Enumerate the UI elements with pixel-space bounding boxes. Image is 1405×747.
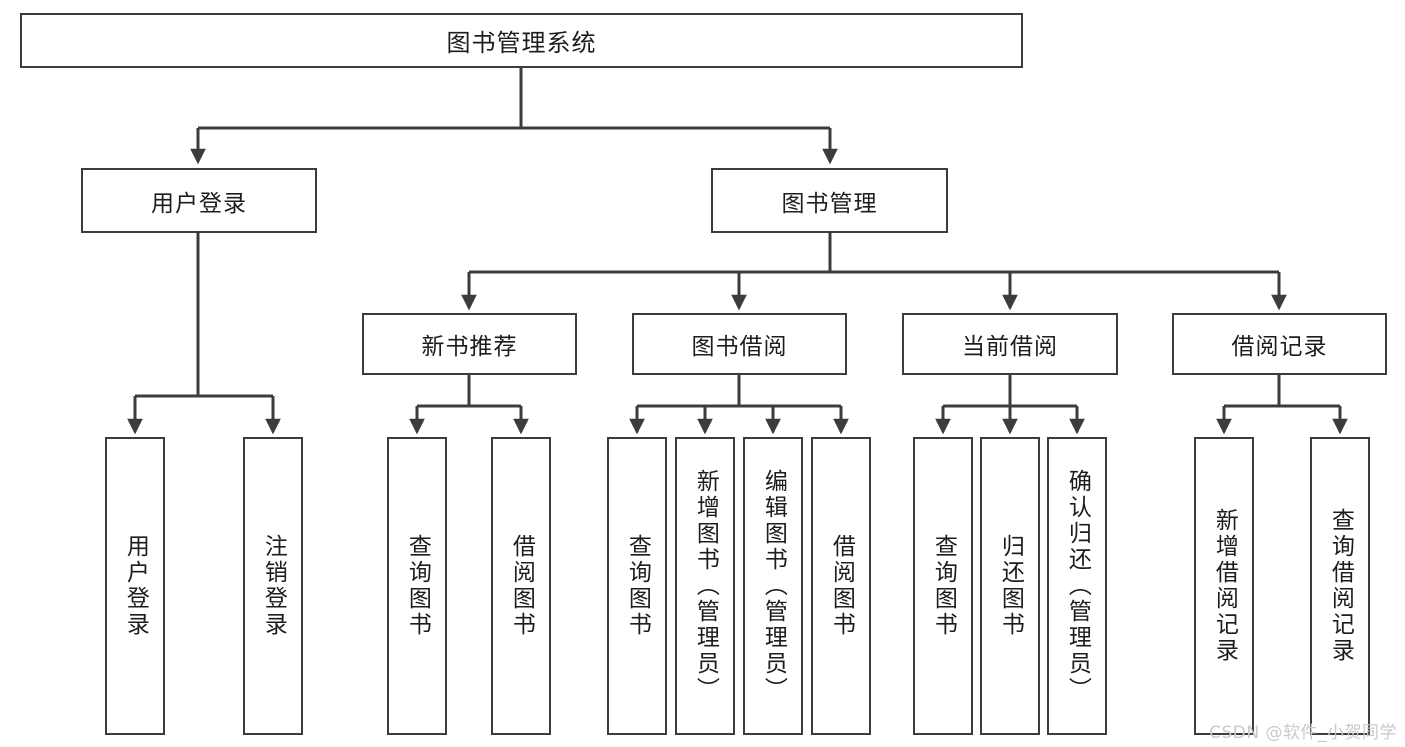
leaf-current-query-book[interactable]: 查询图书 xyxy=(913,437,973,735)
leaf-label: 归还图书 xyxy=(997,534,1024,638)
node-label: 图书管理系统 xyxy=(446,29,597,57)
leaf-record-add-record[interactable]: 新增借阅记录 xyxy=(1194,437,1254,735)
leaf-current-confirm-return-admin[interactable]: 确认归还（管理员） xyxy=(1047,437,1107,735)
leaf-label: 新增借阅记录 xyxy=(1211,508,1238,664)
leaf-recommend-borrow-book[interactable]: 借阅图书 xyxy=(491,437,551,735)
node-book-borrow[interactable]: 图书借阅 xyxy=(632,313,847,375)
leaf-borrow-borrow-book[interactable]: 借阅图书 xyxy=(811,437,871,735)
leaf-borrow-query-book[interactable]: 查询图书 xyxy=(607,437,667,735)
leaf-recommend-query-book[interactable]: 查询图书 xyxy=(387,437,447,735)
node-borrow-record[interactable]: 借阅记录 xyxy=(1172,313,1387,375)
node-root-system[interactable]: 图书管理系统 xyxy=(20,13,1023,68)
leaf-user-login-logout[interactable]: 注销登录 xyxy=(243,437,303,735)
leaf-label: 新增图书（管理员） xyxy=(692,469,719,703)
leaf-label: 借阅图书 xyxy=(828,534,855,638)
node-new-book-recommend[interactable]: 新书推荐 xyxy=(362,313,577,375)
node-user-login[interactable]: 用户登录 xyxy=(81,168,317,233)
node-current-borrow[interactable]: 当前借阅 xyxy=(902,313,1118,375)
leaf-current-return-book[interactable]: 归还图书 xyxy=(980,437,1040,735)
node-label: 借阅记录 xyxy=(1231,334,1328,360)
leaf-label: 查询图书 xyxy=(930,534,957,638)
leaf-label: 用户登录 xyxy=(122,534,149,638)
node-label: 图书借阅 xyxy=(691,334,788,360)
leaf-user-login-login[interactable]: 用户登录 xyxy=(105,437,165,735)
leaf-record-query-record[interactable]: 查询借阅记录 xyxy=(1310,437,1370,735)
leaf-label: 借阅图书 xyxy=(508,534,535,638)
node-label: 当前借阅 xyxy=(962,334,1058,360)
leaf-label: 查询图书 xyxy=(624,534,651,638)
leaf-label: 注销登录 xyxy=(260,534,287,638)
node-label: 新书推荐 xyxy=(421,334,518,360)
leaf-label: 确认归还（管理员） xyxy=(1064,469,1091,703)
node-label: 用户登录 xyxy=(151,190,247,217)
leaf-label: 编辑图书（管理员） xyxy=(760,469,787,703)
leaf-label: 查询借阅记录 xyxy=(1327,508,1354,664)
node-book-management[interactable]: 图书管理 xyxy=(711,168,948,233)
leaf-borrow-edit-book-admin[interactable]: 编辑图书（管理员） xyxy=(743,437,803,735)
leaf-borrow-add-book-admin[interactable]: 新增图书（管理员） xyxy=(675,437,735,735)
leaf-label: 查询图书 xyxy=(404,534,431,638)
node-label: 图书管理 xyxy=(781,190,878,217)
